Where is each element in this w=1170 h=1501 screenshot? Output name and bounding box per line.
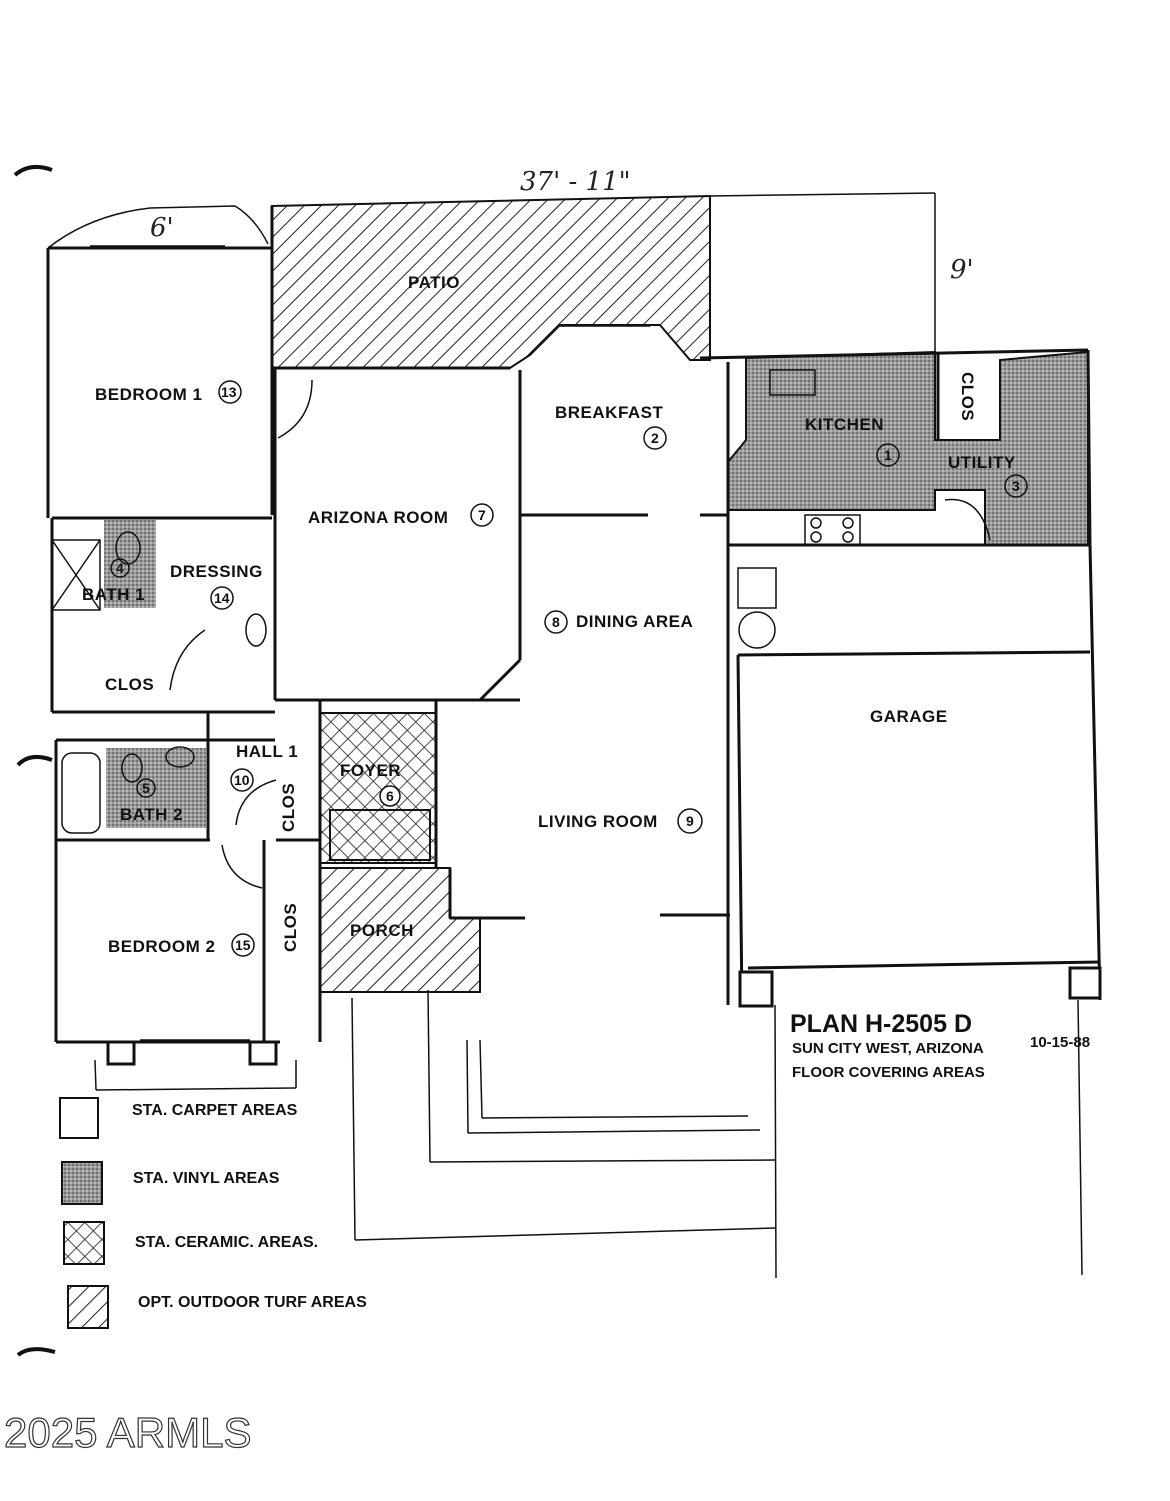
utility-number: 3 <box>1012 478 1020 494</box>
kitchen-number: 1 <box>884 447 892 463</box>
hall1-label: HALL 1 <box>236 742 298 761</box>
plan-date: 10-15-88 <box>1030 1034 1090 1051</box>
living-room-number: 9 <box>686 813 694 829</box>
breakfast-number: 2 <box>651 430 659 446</box>
legend: STA. CARPET AREAS STA. VINYL AREAS STA. … <box>59 1097 367 1329</box>
utility-label: UTILITY <box>948 453 1016 472</box>
dining-number: 8 <box>552 614 560 630</box>
hall1-number: 10 <box>234 772 250 788</box>
utility-closet-label: CLOS <box>958 372 977 421</box>
right-bay-dimension: 9' <box>950 255 974 285</box>
plan-title: PLAN H-2505 D <box>790 1010 972 1038</box>
arizona-room-number: 7 <box>478 507 486 523</box>
legend-label-turf: OPT. OUTDOOR TURF AREAS <box>138 1294 367 1311</box>
bedroom2-closet-label: CLOS <box>281 903 300 952</box>
bath2-number: 5 <box>142 780 150 796</box>
legend-swatch-ceramic <box>63 1221 105 1265</box>
legend-label-vinyl: STA. VINYL AREAS <box>133 1170 280 1187</box>
bedroom1-closet-label: CLOS <box>105 675 154 694</box>
bath1-number: 4 <box>116 560 124 576</box>
dressing-label: DRESSING <box>170 562 263 581</box>
legend-label-carpet: STA. CARPET AREAS <box>132 1102 298 1119</box>
kitchen-vinyl-area <box>727 350 1089 546</box>
dining-label: DINING AREA <box>576 612 693 631</box>
garage-label: GARAGE <box>870 707 948 726</box>
legend-swatch-carpet <box>59 1097 99 1139</box>
bedroom2-number: 15 <box>235 937 251 953</box>
patio-turf-area <box>271 194 711 369</box>
hall-closet-label: CLOS <box>279 783 298 832</box>
foyer-label: FOYER <box>340 761 401 780</box>
watermark: 2025 ARMLS <box>4 1409 252 1456</box>
living-room-label: LIVING ROOM <box>538 812 658 831</box>
legend-label-ceramic: STA. CERAMIC. AREAS. <box>135 1234 318 1251</box>
dressing-number: 14 <box>214 590 230 606</box>
bedroom1-label: BEDROOM 1 <box>95 385 202 404</box>
breakfast-label: BREAKFAST <box>555 403 664 422</box>
patio-label: PATIO <box>408 273 460 292</box>
left-bay-dimension: 6' <box>150 213 174 243</box>
plan-location: SUN CITY WEST, ARIZONA <box>792 1040 984 1057</box>
overall-width-dimension: 37' - 11" <box>520 167 631 197</box>
bath2-label: BATH 2 <box>120 805 183 824</box>
kitchen-label: KITCHEN <box>805 415 884 434</box>
plan-subtitle: FLOOR COVERING AREAS <box>792 1064 985 1081</box>
porch-label: PORCH <box>350 921 414 940</box>
legend-swatch-vinyl <box>61 1161 103 1205</box>
bedroom2-label: BEDROOM 2 <box>108 937 215 956</box>
walls <box>46 192 1102 1279</box>
foyer-entry-ceramic <box>329 809 431 861</box>
legend-swatch-turf <box>67 1285 109 1329</box>
bedroom1-number: 13 <box>221 384 237 400</box>
bath1-label: BATH 1 <box>82 585 145 604</box>
foyer-number: 6 <box>386 788 394 804</box>
arizona-room-label: ARIZONA ROOM <box>308 508 448 527</box>
